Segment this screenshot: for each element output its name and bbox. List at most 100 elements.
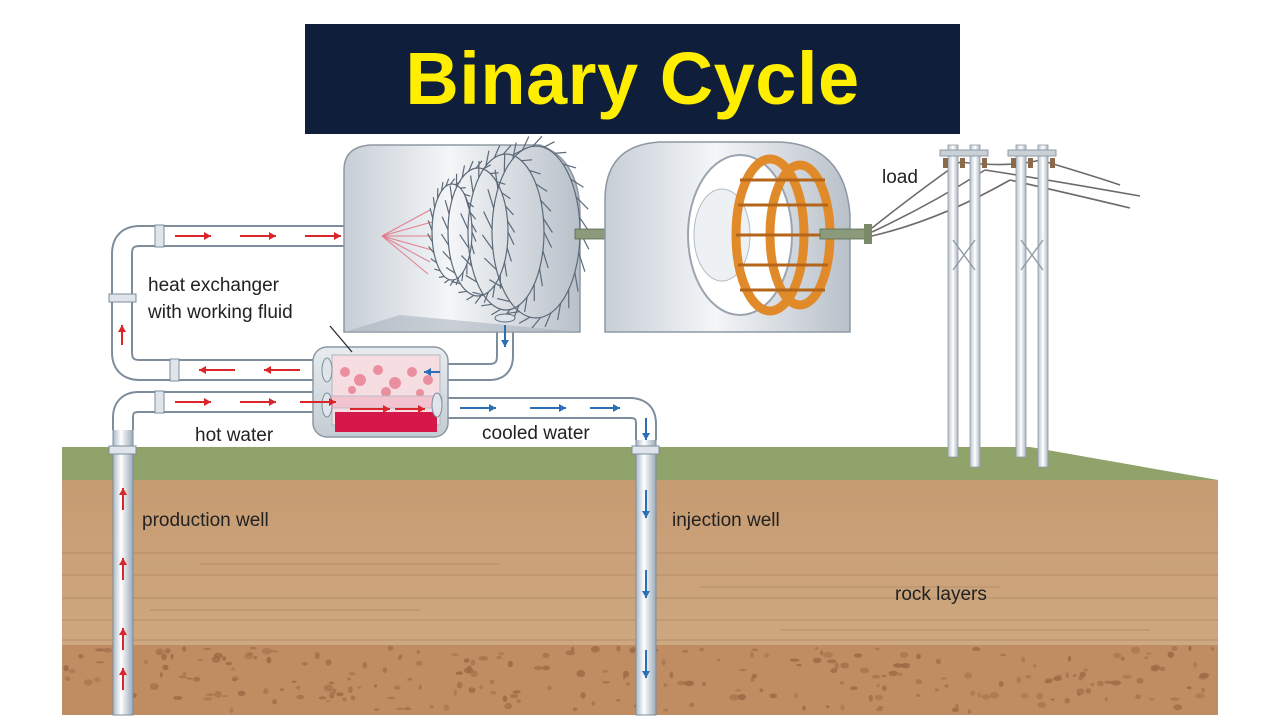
pebble <box>1033 664 1037 668</box>
pebble <box>232 678 237 682</box>
pebble <box>155 648 165 656</box>
pebble <box>387 696 395 700</box>
pebble <box>1145 652 1152 655</box>
flow-arrow-head <box>119 668 127 675</box>
pebble <box>868 694 873 702</box>
pebble <box>266 656 272 664</box>
turbine-blade <box>491 308 502 316</box>
pebble <box>397 656 402 660</box>
flow-arrow-head <box>119 628 127 635</box>
pebble <box>1079 671 1087 678</box>
flow-arrow-head <box>269 398 276 406</box>
pebble <box>269 650 279 653</box>
pebble <box>178 675 187 679</box>
pebble <box>876 684 880 688</box>
turbine-blade <box>427 233 433 243</box>
pebble <box>576 670 586 677</box>
pebble <box>332 688 337 694</box>
pebble <box>348 686 353 694</box>
turbine-blade <box>507 231 515 246</box>
label-rock-layers: rock layers <box>895 584 987 605</box>
turbine-blade <box>487 189 495 209</box>
pebble <box>253 655 258 660</box>
pebble <box>750 651 754 658</box>
pebble <box>1195 693 1205 699</box>
pebble <box>470 659 476 666</box>
pebble <box>1050 698 1055 701</box>
pebble <box>1000 653 1006 657</box>
pebble <box>802 705 806 711</box>
pebble <box>202 647 212 651</box>
turbine-blade <box>542 218 553 233</box>
pebble <box>263 688 269 695</box>
turbine-blade <box>553 151 567 154</box>
pebble <box>478 656 489 661</box>
pebble <box>616 645 621 652</box>
turbine-blade <box>557 303 562 321</box>
working-fluid-bubbles <box>340 365 433 397</box>
turbine-blade <box>507 311 520 314</box>
turbine-blade <box>455 276 460 286</box>
pebble <box>825 705 830 709</box>
pebble <box>451 653 459 657</box>
pebble <box>301 662 308 666</box>
pebble <box>102 648 113 653</box>
flow-arrow-head <box>204 398 211 406</box>
pebble <box>149 683 159 690</box>
pebble <box>1173 704 1183 711</box>
turbine-blade <box>443 279 450 284</box>
turbine-blade <box>450 178 456 185</box>
flow-arrow-head <box>264 366 271 374</box>
pebble <box>689 702 695 707</box>
turbine-blade <box>543 141 555 148</box>
pebble <box>1068 655 1071 662</box>
pebble <box>1149 698 1155 701</box>
turbine-blade <box>543 231 553 248</box>
pebble <box>211 656 221 663</box>
turbine-blade <box>503 261 508 277</box>
pebble <box>229 707 234 714</box>
pebble <box>859 667 870 674</box>
pebble <box>729 694 740 701</box>
pebble <box>1131 646 1140 654</box>
pebble <box>496 655 502 660</box>
pebble <box>764 653 769 658</box>
pebble <box>78 654 84 659</box>
pebble <box>291 680 297 683</box>
pebble <box>68 668 76 674</box>
pebble <box>1056 674 1063 677</box>
pebble <box>1186 686 1192 690</box>
pebble <box>509 693 519 699</box>
turbine-blade <box>492 285 496 298</box>
pebble <box>170 653 174 660</box>
pebble <box>387 645 394 651</box>
turbine-blade <box>518 316 531 324</box>
pebble <box>464 658 470 663</box>
pebble <box>296 694 305 700</box>
pebble <box>796 663 802 667</box>
pebble <box>94 677 101 683</box>
pebble <box>815 647 819 650</box>
pebble <box>623 670 630 678</box>
flow-arrow-head <box>269 232 276 240</box>
flow-arrow-head <box>418 405 425 413</box>
pebble <box>580 692 586 699</box>
pebble <box>348 671 356 676</box>
pebble <box>897 672 903 677</box>
pebble <box>967 709 972 714</box>
pebble <box>453 689 457 696</box>
turbine-blade <box>469 212 477 220</box>
pebble <box>1159 666 1166 671</box>
turbine-blade <box>459 234 470 249</box>
turbine-blade <box>506 247 512 262</box>
pebble <box>470 670 478 677</box>
label-production-well: production well <box>142 510 269 531</box>
turbine-blade <box>483 257 497 271</box>
turbine-blade <box>501 192 511 200</box>
pebble <box>874 694 884 701</box>
pebble <box>64 676 71 682</box>
pebble <box>382 667 388 673</box>
generator-coil-bars <box>736 178 830 292</box>
pebble <box>186 677 193 680</box>
